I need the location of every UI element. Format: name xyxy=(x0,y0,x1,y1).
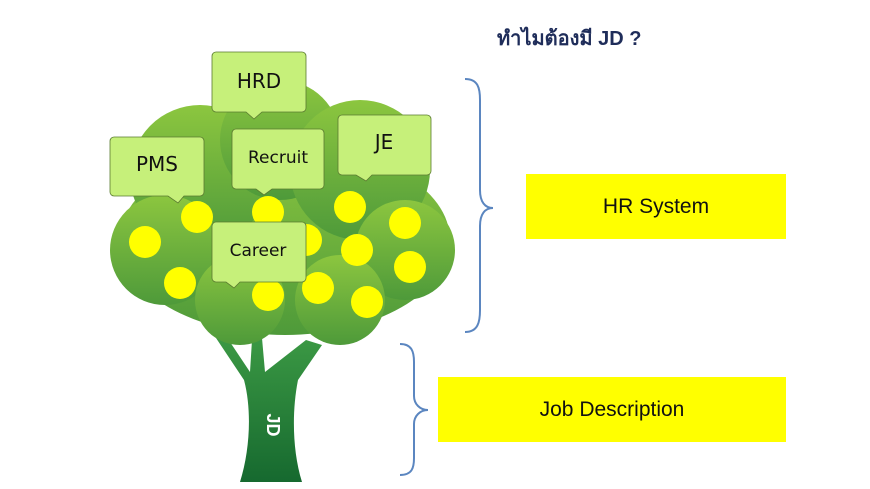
bubble-hrd xyxy=(211,51,307,120)
fruit xyxy=(164,267,196,299)
bubble-label-hrd: HRD xyxy=(237,69,281,93)
fruit xyxy=(252,279,284,311)
fruit xyxy=(341,234,373,266)
bubble-label-je: JE xyxy=(373,130,394,154)
bubble-label-pms: PMS xyxy=(136,152,178,176)
fruit xyxy=(394,251,426,283)
hr-system-box: HR System xyxy=(526,174,786,239)
bubble-career xyxy=(211,221,307,289)
fruit xyxy=(181,201,213,233)
job-description-box: Job Description xyxy=(438,377,786,442)
fruits xyxy=(129,191,426,318)
bubble-label-recruit: Recruit xyxy=(248,148,308,168)
bubble-label-career: Career xyxy=(230,241,287,261)
bubble-je xyxy=(337,114,432,182)
fruit xyxy=(334,191,366,223)
bracket-hr-system xyxy=(464,78,494,333)
bracket-job-description xyxy=(399,343,429,476)
fruit xyxy=(129,226,161,258)
bubble-pms xyxy=(109,136,205,204)
fruit xyxy=(389,207,421,239)
fruit xyxy=(351,286,383,318)
bubble-recruit xyxy=(231,128,325,196)
fruit xyxy=(252,196,284,228)
tree-trunk xyxy=(212,330,322,482)
trunk-label: JD xyxy=(263,413,283,436)
fruit xyxy=(302,272,334,304)
slide-title: ทำไมต้องมี JD ? xyxy=(497,28,642,50)
